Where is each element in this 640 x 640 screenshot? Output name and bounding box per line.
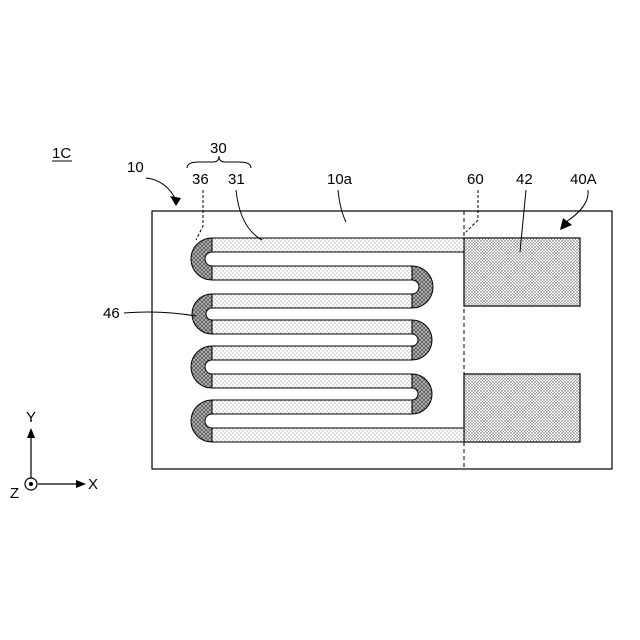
label-60: 60: [467, 171, 484, 188]
x-axis-arrowhead: [76, 480, 86, 488]
label-10: 10: [127, 159, 144, 176]
y-axis-arrowhead: [27, 428, 35, 438]
resistor-strip-2: [212, 266, 412, 280]
figure-label: 1C: [52, 145, 71, 162]
resistor-strip-8: [212, 428, 464, 442]
label-31: 31: [228, 171, 245, 188]
label-46: 46: [103, 305, 120, 322]
brace-30: [187, 156, 251, 168]
resistor-strip-4: [212, 320, 412, 334]
y-axis-label: Y: [26, 409, 36, 426]
label-42: 42: [516, 171, 533, 188]
resistor-strip-1: [212, 238, 464, 252]
resistor-strip-7: [212, 400, 412, 414]
resistor-strip-6: [212, 374, 412, 388]
label-36: 36: [192, 171, 209, 188]
label-30: 30: [210, 140, 227, 157]
resistor-strip-5: [212, 346, 412, 360]
leader-10-arrowhead: [170, 196, 181, 206]
x-axis-label: X: [88, 476, 98, 493]
electrode-pad-upper: [464, 238, 580, 306]
label-10a: 10a: [327, 171, 353, 188]
z-axis-dot: [29, 482, 33, 486]
electrode-pad-lower: [464, 374, 580, 442]
z-axis-label: Z: [10, 485, 19, 502]
label-40A: 40A: [570, 171, 597, 188]
resistor-strip-3: [212, 294, 412, 308]
